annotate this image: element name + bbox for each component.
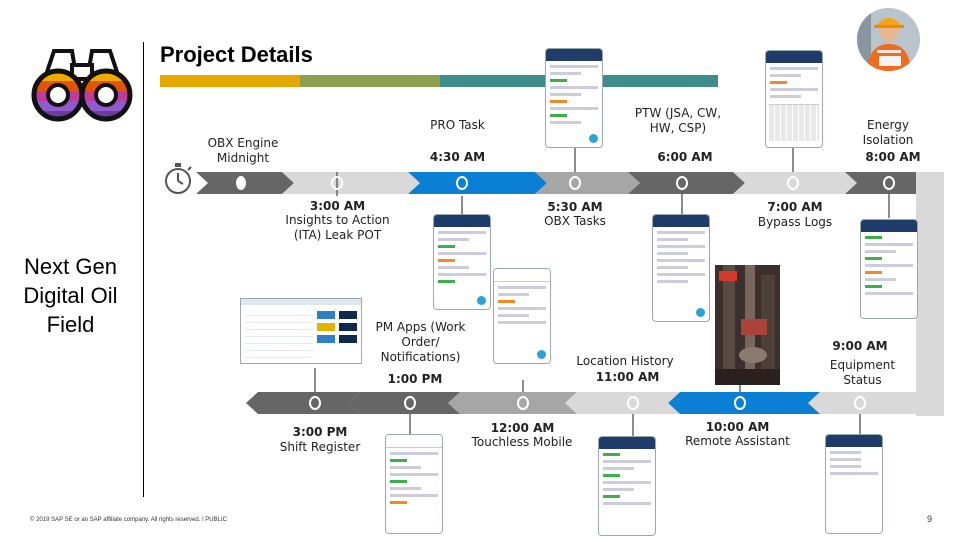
phone-screenshot <box>598 436 656 536</box>
marker <box>883 176 895 190</box>
shift-time: 3:00 PM <box>292 425 348 439</box>
marker <box>734 396 746 410</box>
segment-3am <box>282 172 420 194</box>
remote-assistant-photo <box>715 265 780 385</box>
segment-9am <box>808 392 944 414</box>
marker <box>456 176 468 190</box>
obx-tasks-time: 5:30 AM <box>547 200 603 214</box>
energy-label: Energy Isolation <box>862 118 914 147</box>
marker <box>627 396 639 410</box>
segment-12am <box>448 392 577 414</box>
segment-5-30am <box>535 172 640 194</box>
marker <box>309 396 321 410</box>
title-bar-gold <box>160 75 300 87</box>
phone-screenshot <box>825 434 883 534</box>
marker <box>517 396 529 410</box>
pro-task-label: PRO Task <box>430 118 485 132</box>
divider-line <box>143 42 144 497</box>
location-label: Location History <box>576 354 674 368</box>
footer-copyright: © 2019 SAP SE or an SAP affiliate compan… <box>30 517 227 523</box>
touchless-time: 12:00 AM <box>490 421 555 435</box>
side-title-line: Next Gen <box>24 254 117 279</box>
pm-apps-time: 1:00 PM <box>387 372 443 386</box>
phone-screenshot <box>493 268 551 364</box>
page-number: 9 <box>927 514 933 524</box>
marker <box>236 176 246 190</box>
energy-time: 8:00 AM <box>865 150 921 164</box>
obx-engine-label: OBX Engine Midnight <box>207 136 279 165</box>
remote-label: Remote Assistant <box>685 434 790 448</box>
marker <box>404 396 416 410</box>
binoculars-icon <box>28 45 136 127</box>
marker <box>854 396 866 410</box>
pm-apps-label: PM Apps (Work Order/ Notifications) <box>375 320 466 364</box>
location-time: 11:00 AM <box>595 370 660 384</box>
phone-screenshot <box>860 219 918 319</box>
marker <box>569 176 581 190</box>
page-title: Project Details <box>160 42 313 67</box>
bypass-time: 7:00 AM <box>767 200 823 214</box>
obx-tasks-label: OBX Tasks <box>544 214 606 228</box>
phone-screenshot <box>385 434 443 534</box>
equipment-time: 9:00 AM <box>832 339 888 353</box>
ita-label: Insights to Action (ITA) Leak POT <box>285 213 390 242</box>
pro-task-time: 4:30 AM <box>429 150 486 164</box>
side-title: Next Gen Digital Oil Field <box>8 252 133 339</box>
stopwatch-icon <box>162 162 194 196</box>
ptw-label: PTW (JSA, CW, HW, CSP) <box>634 106 722 135</box>
marker <box>787 176 799 190</box>
shift-label: Shift Register <box>279 440 361 454</box>
phone-screenshot <box>765 50 823 148</box>
marker <box>331 176 343 190</box>
marker <box>676 176 688 190</box>
segment-7am <box>733 172 857 194</box>
segment-11am <box>565 392 680 414</box>
remote-time: 10:00 AM <box>705 420 770 434</box>
ptw-time: 6:00 AM <box>657 150 713 164</box>
phone-screenshot <box>652 214 710 322</box>
segment-4-30am <box>408 172 547 194</box>
ita-time: 3:00 AM <box>309 199 366 213</box>
bypass-label: Bypass Logs <box>757 215 833 229</box>
equipment-label: Equipment Status <box>829 358 896 387</box>
side-title-line: Digital Oil <box>23 283 118 308</box>
title-bar-olive <box>300 75 440 87</box>
segment-right-turn <box>916 172 944 416</box>
touchless-label: Touchless Mobile <box>471 435 573 449</box>
phone-screenshot <box>545 48 603 148</box>
side-title-line: Field <box>46 312 95 337</box>
tablet-screenshot <box>240 298 362 364</box>
worker-avatar <box>857 8 920 71</box>
segment-3pm <box>246 392 360 414</box>
phone-screenshot <box>433 214 491 310</box>
